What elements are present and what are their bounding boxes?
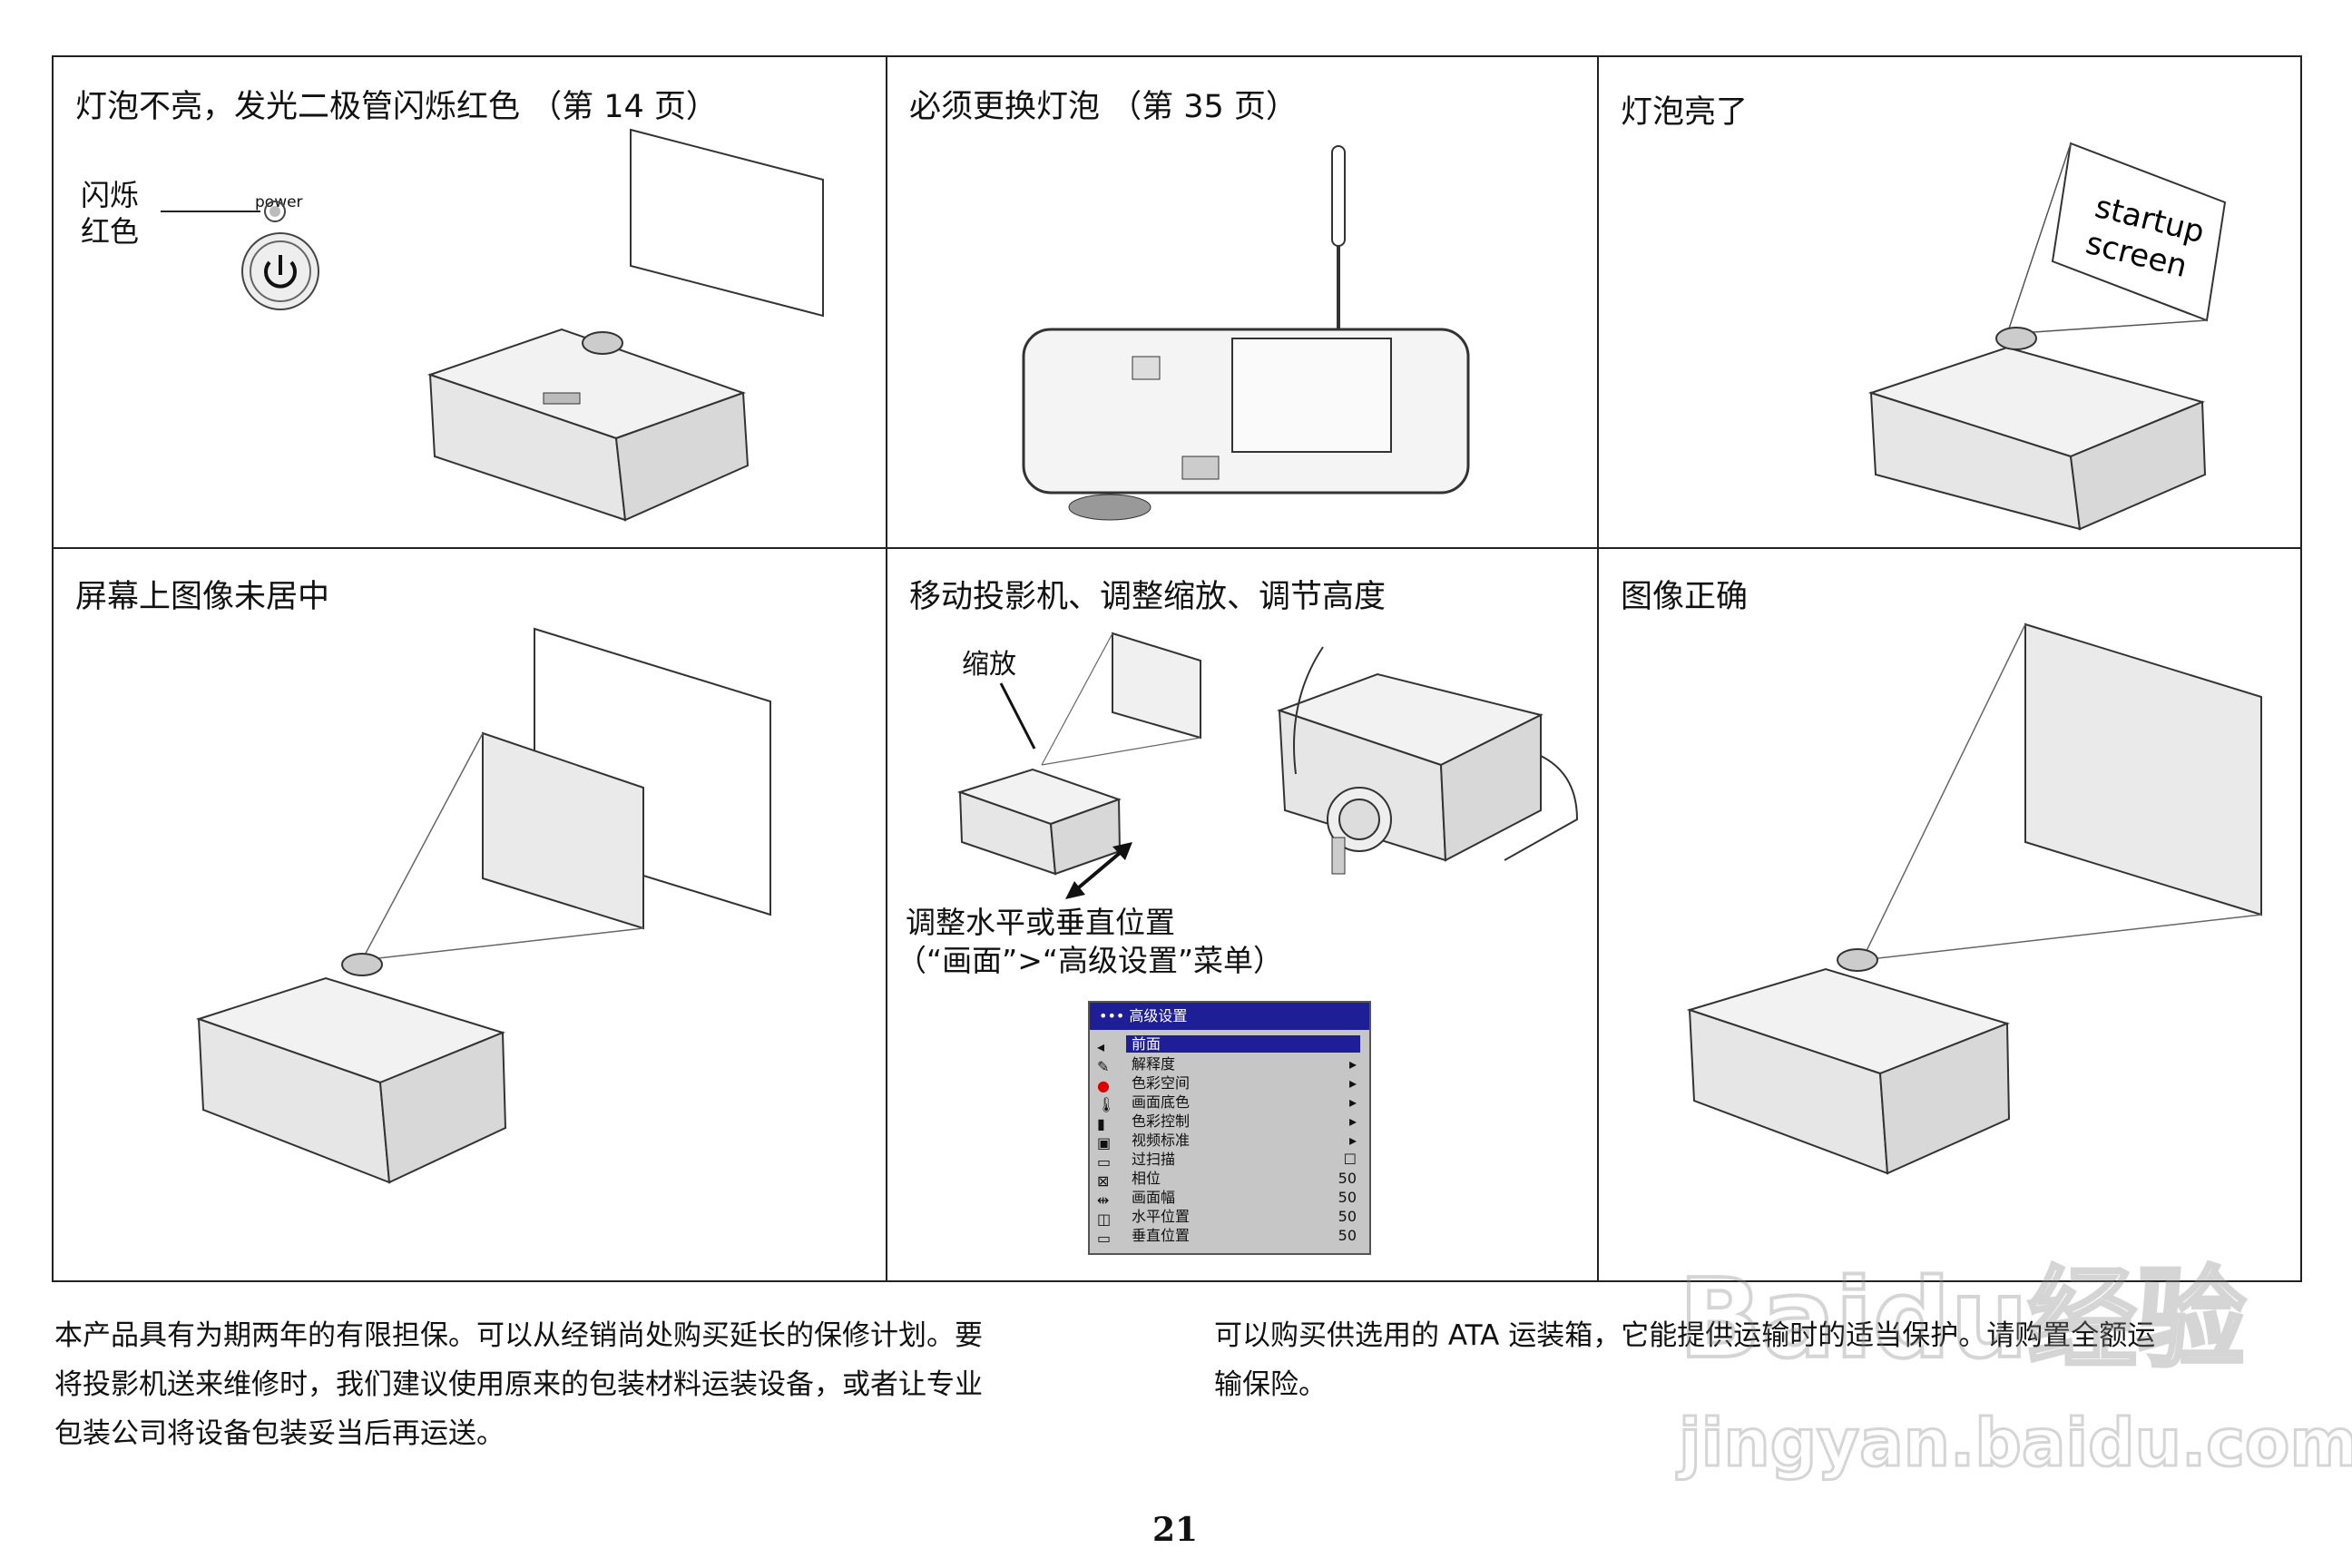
menu-item-phase[interactable]: ⊠ 相位 50	[1097, 1170, 1357, 1190]
video-standard-icon: ▣	[1097, 1134, 1112, 1152]
back-arrow-icon: ◂	[1097, 1038, 1105, 1055]
menu-item-v-position[interactable]: ▭ 垂直位置 50	[1097, 1227, 1357, 1247]
projector-icon	[195, 953, 507, 1184]
ata-case-paragraph: 可以购买供选用的 ATA 运装箱，它能提供运输时的适当保护。请购置全额运 输保险…	[1214, 1319, 2156, 1401]
menu-path-label: （“画面”>“高级设置”菜单）	[897, 943, 1284, 978]
panel-title: 屏幕上图像未居中	[75, 579, 330, 615]
panel-title: 移动投影机、调整缩放、调节高度	[909, 579, 1387, 615]
color-bars-icon: ▮	[1097, 1115, 1105, 1132]
menu-item-color-space[interactable]: ● 色彩空间 ▸	[1097, 1074, 1357, 1094]
flash-label: 闪烁	[81, 178, 140, 212]
zoom-label: 缩放	[962, 649, 1016, 681]
grid-divider	[886, 57, 887, 1280]
svg-text:Baidu经验: Baidu经验	[1679, 1257, 2246, 1383]
menu-item-color-control[interactable]: ▮ 色彩控制 ▸	[1097, 1112, 1357, 1132]
menu-item-overscan[interactable]: ▭ 过扫描 ☐	[1097, 1151, 1357, 1171]
page-number: 21	[1152, 1511, 1199, 1549]
advanced-settings-menu: ••• 高级设置 ◂ 前面 ✎ 解释度 ▸ ● 色彩空间 ▸ 🌡 画面底色 ▸ …	[1088, 1001, 1371, 1255]
grid-divider	[1597, 57, 1599, 1280]
menu-item-color-temperature[interactable]: 🌡 画面底色 ▸	[1097, 1093, 1357, 1113]
adjust-position-label: 调整水平或垂直位置	[906, 905, 1175, 940]
svg-text:jingyan.baidu.com: jingyan.baidu.com	[1676, 1405, 2352, 1481]
projector-icon	[1686, 948, 2011, 1175]
menu-item-width[interactable]: ⇹ 画面幅 50	[1097, 1189, 1357, 1209]
replace-lamp-illustration	[1022, 145, 1470, 521]
warranty-paragraph: 本产品具有为期两年的有限担保。可以从经销尚处购买延长的保修计划。要 将投影机送来…	[54, 1319, 983, 1450]
thermometer-icon: 🌡	[1097, 1096, 1116, 1113]
rgb-dots-icon: ●	[1097, 1077, 1110, 1094]
panel-title: 灯泡不亮，发光二极管闪烁红色 （第 14 页）	[75, 89, 718, 125]
offcenter-image-illustration	[195, 627, 771, 1184]
panel-title: 灯泡亮了	[1621, 94, 1749, 131]
phase-icon: ⊠	[1097, 1172, 1110, 1190]
width-icon: ⇹	[1097, 1191, 1110, 1209]
panel-adjust-projector: 移动投影机、调整缩放、调节高度 缩放 调整水平或垂直位置 （“画面”>“高级设置…	[887, 547, 1597, 1280]
panel-replace-lamp: 必须更换灯泡 （第 35 页）	[887, 57, 1597, 545]
menu-item-video-standard[interactable]: ▣ 视频标准 ▸	[1097, 1132, 1357, 1152]
adjust-projector-illustration	[956, 632, 1579, 899]
menu-item-resolution[interactable]: ✎ 解释度 ▸	[1097, 1055, 1357, 1075]
h-position-icon: ◫	[1097, 1210, 1112, 1228]
menu-header: ••• 高级设置	[1090, 1003, 1369, 1030]
menu-item-front[interactable]: ◂ 前面	[1090, 1034, 1369, 1055]
projector-icon	[426, 328, 750, 522]
pen-icon: ✎	[1097, 1058, 1110, 1075]
baidu-watermark: Baidu经验 jingyan.baidu.com	[1675, 1255, 2352, 1483]
lamp-off-illustration	[161, 128, 824, 522]
grid-divider	[54, 547, 2300, 549]
menu-item-h-position[interactable]: ◫ 水平位置 50	[1097, 1208, 1357, 1228]
overscan-icon: ▭	[1097, 1153, 1112, 1171]
startup-screen-illustration: startup screen	[1867, 142, 2227, 531]
hands-projector-icon	[1277, 646, 1579, 875]
panel-title: 图像正确	[1621, 579, 1749, 615]
panel-image-correct: 图像正确	[1599, 547, 2300, 1280]
panel-title: 必须更换灯泡 （第 35 页）	[909, 89, 1298, 125]
correct-image-illustration	[1686, 622, 2262, 1175]
panel-lamp-off: 灯泡不亮，发光二极管闪烁红色 （第 14 页） 闪烁 红色 power	[54, 57, 884, 545]
projector-icon	[956, 768, 1122, 876]
panel-lamp-on: 灯泡亮了 startup screen	[1599, 57, 2300, 545]
red-label: 红色	[81, 214, 140, 249]
projector-icon	[1867, 327, 2207, 531]
v-position-icon: ▭	[1097, 1230, 1112, 1247]
instruction-grid	[52, 55, 2302, 1282]
panel-image-not-centered: 屏幕上图像未居中	[54, 547, 884, 1280]
